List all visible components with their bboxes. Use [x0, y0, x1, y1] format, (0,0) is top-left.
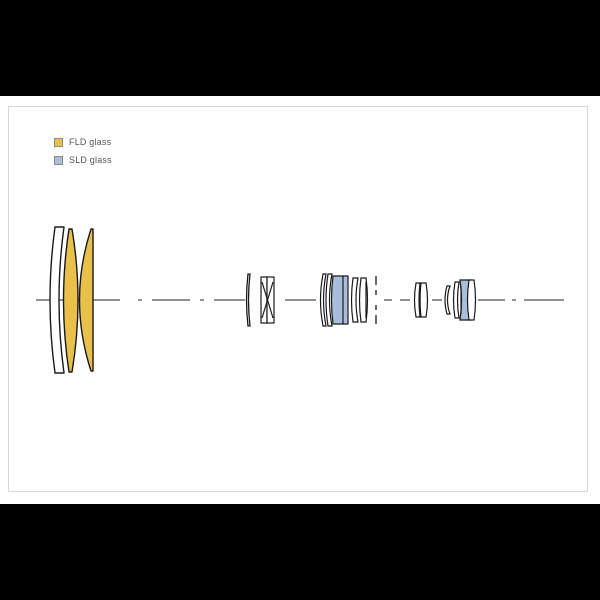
doublet-element-front [260, 276, 268, 324]
rear-lens-group [444, 279, 477, 321]
rear-doublet-element-1 [413, 282, 421, 318]
middle-element-2 [325, 273, 333, 327]
fld-element-2 [78, 228, 94, 372]
middle-element-1 [319, 273, 327, 327]
bottom-letterbox-band [0, 504, 600, 600]
sld-swatch-icon [54, 155, 63, 165]
front-lens-group [49, 226, 94, 374]
focus-doublet [260, 276, 275, 324]
legend: FLD glass SLD glass [54, 133, 112, 169]
legend-item-fld: FLD glass [54, 133, 112, 151]
thin-meniscus-element [245, 273, 251, 327]
fld-element-1 [62, 228, 79, 373]
rear-doublet [413, 282, 429, 318]
middle-lens-group [319, 273, 369, 327]
legend-label-sld: SLD glass [69, 155, 112, 165]
top-letterbox-band [0, 0, 600, 96]
middle-element-3 [350, 277, 359, 323]
rear-element-3 [466, 279, 477, 321]
rear-element-2 [452, 281, 460, 319]
lens-construction-diagram [36, 226, 564, 374]
sld-element-2 [342, 275, 349, 325]
rear-doublet-element-2 [419, 282, 429, 318]
front-meniscus-element [49, 226, 65, 374]
diagram-frame [8, 106, 588, 492]
rear-element-1 [444, 285, 451, 315]
fld-swatch-icon [54, 137, 63, 147]
diagram-canvas: FLD glass SLD glass [0, 96, 600, 504]
legend-label-fld: FLD glass [69, 137, 112, 147]
thin-element-group [245, 273, 251, 327]
legend-item-sld: SLD glass [54, 151, 112, 169]
